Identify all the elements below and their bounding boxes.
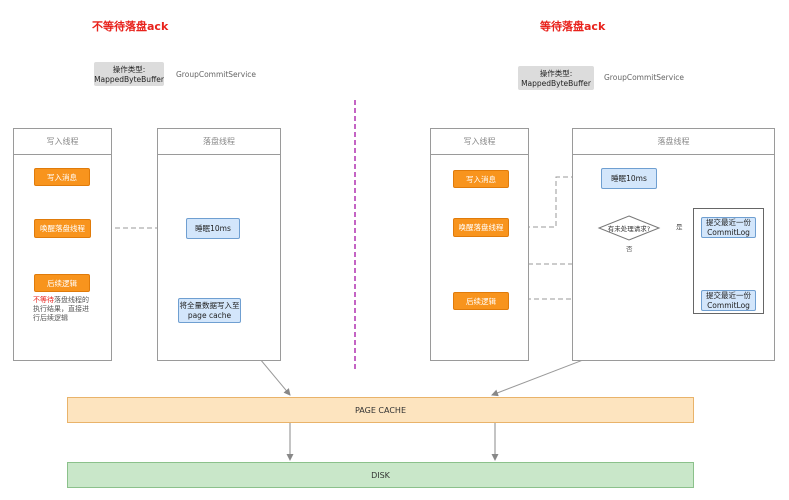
right-commit-group-frame — [693, 208, 764, 314]
left-write-msg-node: 写入消息 — [34, 168, 90, 186]
left-note-line2: 执行结果，直接进 — [33, 305, 89, 313]
left-service-name: GroupCommitService — [176, 70, 257, 79]
right-commit2-line2: CommitLog — [707, 300, 750, 310]
right-op-type-badge: 操作类型: MappedByteBuffer — [518, 66, 594, 90]
left-op-type-value: MappedByteBuffer — [94, 75, 164, 84]
right-follow-logic-node: 后续逻辑 — [453, 292, 509, 310]
left-note: 不等待落盘线程的 执行结果，直接进 行后续逻辑 — [33, 296, 105, 323]
left-write-thread-panel: 写入线程 — [13, 128, 112, 361]
right-write-msg-node: 写入消息 — [453, 170, 509, 188]
left-sleep-node: 睡眠10ms — [186, 218, 240, 239]
right-commit2-node: 提交最近一份 CommitLog — [701, 290, 756, 311]
left-title: 不等待落盘ack — [92, 20, 169, 33]
left-write-all-node: 将全量数据写入至 page cache — [178, 298, 241, 323]
right-sleep-node: 睡眠10ms — [601, 168, 657, 189]
left-write-all-line1: 将全量数据写入至 — [179, 300, 240, 310]
right-flush-thread-panel: 落盘线程 — [572, 128, 775, 361]
right-write-thread-panel: 写入线程 — [430, 128, 529, 361]
right-op-type-label: 操作类型: — [539, 69, 573, 78]
right-commit2-line1: 提交最近一份 — [706, 290, 751, 300]
left-follow-logic-node: 后续逻辑 — [34, 274, 90, 292]
right-commit1-line1: 提交最近一份 — [706, 217, 751, 227]
left-flush-thread-panel: 落盘线程 — [157, 128, 281, 361]
right-title: 等待落盘ack — [540, 20, 606, 33]
right-no-label: 否 — [626, 245, 633, 253]
left-write-all-line2: page cache — [187, 310, 232, 320]
left-flush-panel-title: 落盘线程 — [158, 129, 280, 155]
left-op-type-badge: 操作类型: MappedByteBuffer — [94, 62, 164, 86]
right-flush-panel-title: 落盘线程 — [573, 129, 774, 155]
left-note-line3: 行后续逻辑 — [33, 314, 68, 322]
left-write-panel-title: 写入线程 — [14, 129, 111, 155]
left-note-line1: 落盘线程的 — [54, 296, 89, 304]
page-cache-bar: PAGE CACHE — [67, 397, 694, 423]
left-note-emphasis: 不等待 — [33, 296, 54, 304]
disk-bar: DISK — [67, 462, 694, 488]
right-decision-label: 有未处理请求? — [607, 225, 651, 233]
right-commit1-line2: CommitLog — [707, 227, 750, 237]
right-commit1-node: 提交最近一份 CommitLog — [701, 217, 756, 238]
right-wake-flush-node: 唤醒落盘线程 — [453, 218, 509, 237]
left-op-type-label: 操作类型: — [112, 65, 146, 74]
right-write-panel-title: 写入线程 — [431, 129, 528, 155]
right-op-type-value: MappedByteBuffer — [521, 79, 591, 88]
right-yes-label: 是 — [676, 223, 683, 231]
right-service-name: GroupCommitService — [604, 73, 685, 82]
left-wake-flush-node: 唤醒落盘线程 — [34, 219, 91, 238]
